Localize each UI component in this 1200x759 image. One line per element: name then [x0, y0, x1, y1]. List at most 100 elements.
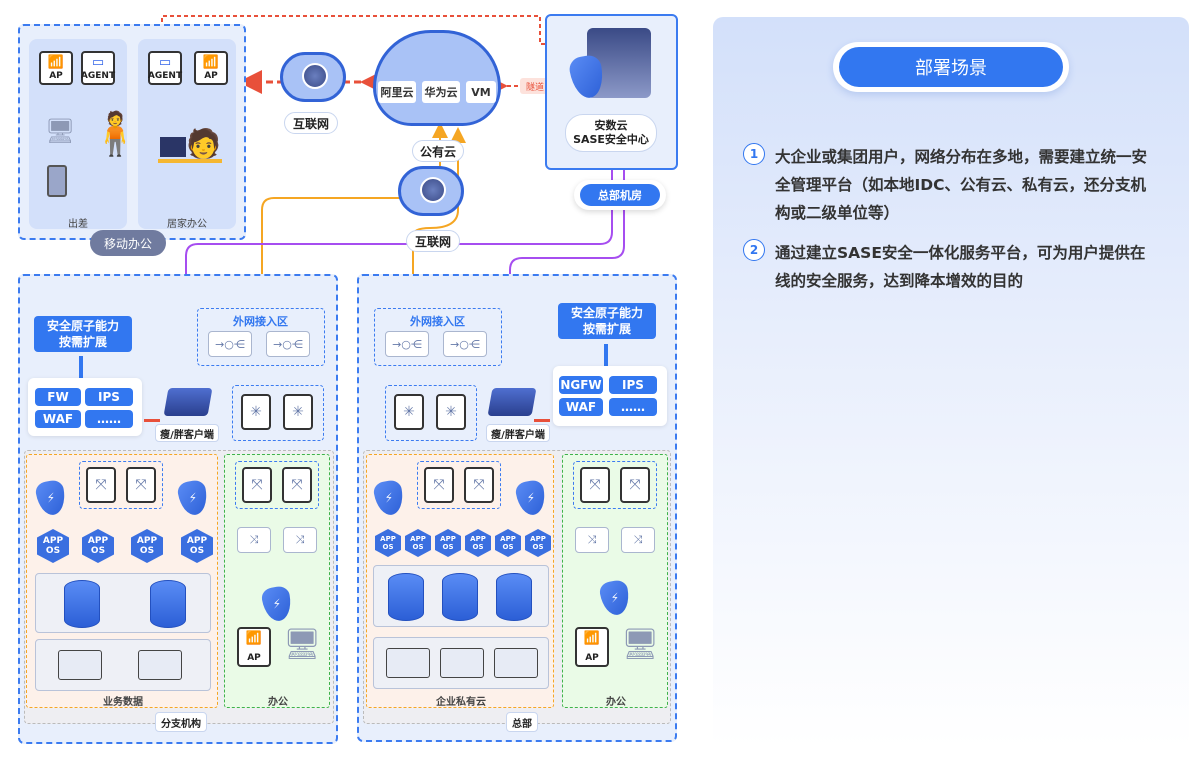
public-cloud: 阿里云 华为云 VM — [373, 30, 501, 126]
globe-icon — [420, 177, 446, 203]
hq-external-zone: 外网接入区 →○⋲ →○⋲ — [374, 308, 502, 366]
load-balancer-icon: →○⋲ — [443, 331, 487, 357]
person-sitting-illustration: 🧑 — [186, 127, 221, 160]
shield-icon: ⚡ — [598, 578, 632, 618]
wifi-icon: 📶 — [202, 55, 220, 70]
business-trip-panel: 📶AP ▭AGENT 🖥 🧍 出差 — [29, 39, 141, 230]
capability-waf: WAF — [559, 398, 603, 416]
core-switch-icon: ✳ — [283, 394, 313, 430]
expand-arrow-icon — [604, 344, 608, 366]
device-label: AP — [204, 71, 218, 81]
branch-client-label: 瘦/胖客户端 — [155, 424, 219, 442]
load-balancer-icon: →○⋲ — [266, 331, 310, 357]
capability-ngfw: NGFW — [559, 376, 603, 394]
provider-huawei: 华为云 — [422, 81, 460, 103]
capability-more: …… — [85, 410, 133, 428]
access-switch-icon: ⤨ — [283, 527, 317, 553]
internet-cloud-center — [398, 166, 464, 216]
home-office-panel: ▭AGENT 📶AP 🧑 居家办公 — [138, 39, 236, 230]
desktop-icon: 🖥 — [45, 117, 76, 145]
branch-capabilities-card: FW IPS WAF …… — [28, 378, 142, 436]
database-icon — [150, 580, 186, 628]
device-label: AGENT — [80, 71, 116, 81]
person-walking-illustration: 🧍 — [89, 109, 142, 158]
switch-icon: ⤧ — [424, 467, 454, 503]
scenario-panel: 部署场景 1 大企业或集团用户，网络分布在多地，需要建立统一安全管理平台（如本地… — [713, 17, 1189, 747]
internet-cloud-left — [280, 52, 346, 102]
server-group — [373, 637, 549, 689]
expand-arrow-icon — [79, 356, 83, 378]
ap-label: AP — [585, 653, 599, 663]
shield-icon: ⚡ — [176, 478, 210, 518]
capability-more: …… — [609, 398, 657, 416]
atomic-title-line2: 按需扩展 — [582, 322, 631, 336]
desktop-icon: 🖥 — [621, 627, 660, 662]
mobile-office-group: 📶AP ▭AGENT 🖥 🧍 出差 ▭AGENT 📶AP 🧑 居家办公 — [18, 24, 246, 240]
hq-core-switches: ✳ ✳ — [385, 385, 477, 441]
scenario-item: 2 通过建立SASE安全一体化服务平台，可为用户提供在线的安全服务，达到降本增效… — [743, 239, 1153, 295]
shield-icon: ⚡ — [260, 584, 294, 624]
database-icon — [64, 580, 100, 628]
client-device-icon — [487, 388, 537, 416]
internet-label-left: 互联网 — [284, 112, 338, 134]
database-icon — [442, 573, 478, 621]
client-device-icon — [163, 388, 213, 416]
external-zone-label: 外网接入区 — [233, 315, 288, 328]
database-group — [35, 573, 211, 633]
monitor-icon: ▭ — [91, 55, 105, 70]
provider-vm: VM — [466, 81, 496, 103]
scenario-item-text: 大企业或集团用户，网络分布在多地，需要建立统一安全管理平台（如本地IDC、公有云… — [775, 148, 1148, 222]
switch-pair: ⤧ ⤧ — [79, 461, 163, 509]
wifi-icon: 📶 — [583, 631, 601, 646]
switch-icon: ⤧ — [126, 467, 156, 503]
load-balancer-icon: →○⋲ — [208, 331, 252, 357]
agent-device: ▭AGENT — [81, 51, 115, 85]
globe-icon — [302, 63, 328, 89]
sase-center-name: 安数云 SASE安全中心 — [565, 114, 657, 152]
database-icon — [496, 573, 532, 621]
switch-icon: ⤧ — [86, 467, 116, 503]
shield-icon: ⚡ — [34, 478, 68, 518]
ap-device: 📶 AP — [575, 627, 609, 667]
hq-title: 总部 — [506, 712, 538, 732]
database-icon — [388, 573, 424, 621]
internet-label-center: 互联网 — [406, 230, 460, 252]
atomic-title-line1: 安全原子能力 — [46, 319, 119, 333]
server-group — [35, 639, 211, 691]
ap-label: AP — [247, 653, 261, 663]
core-switch-icon: ✳ — [241, 394, 271, 430]
home-office-label: 居家办公 — [167, 219, 207, 230]
provider-aliyun: 阿里云 — [378, 81, 416, 103]
item-number-badge: 1 — [743, 143, 765, 165]
business-zone-label: 业务数据 — [103, 697, 143, 708]
external-zone-label: 外网接入区 — [410, 315, 465, 328]
item-number-badge: 2 — [743, 239, 765, 261]
access-switch-icon: ⤨ — [575, 527, 609, 553]
ap-device: 📶AP — [194, 51, 228, 85]
business-zone-label: 企业私有云 — [436, 697, 486, 708]
desk-illustration — [158, 159, 222, 163]
tunnel-label: 隧道 — [520, 78, 550, 94]
hq-office-zone: ⤧ ⤧ ⤨ ⤨ ⚡ 📶AP 🖥 办公 — [562, 454, 668, 708]
wifi-icon: 📶 — [47, 55, 65, 70]
desktop-icon: 🖥 — [283, 627, 322, 662]
sase-center-panel: 安数云 SASE安全中心 — [545, 14, 678, 170]
branch-core-switches: ✳ ✳ — [232, 385, 324, 441]
arrow-left-icon — [144, 419, 160, 422]
branch-title: 分支机构 — [155, 712, 207, 732]
branch-atomic-title: 安全原子能力 按需扩展 — [34, 316, 132, 352]
access-switch-icon: ⤨ — [621, 527, 655, 553]
hq-atomic-title: 安全原子能力 按需扩展 — [558, 303, 656, 339]
ap-device: 📶AP — [237, 627, 271, 667]
atomic-title-line2: 按需扩展 — [58, 335, 107, 349]
